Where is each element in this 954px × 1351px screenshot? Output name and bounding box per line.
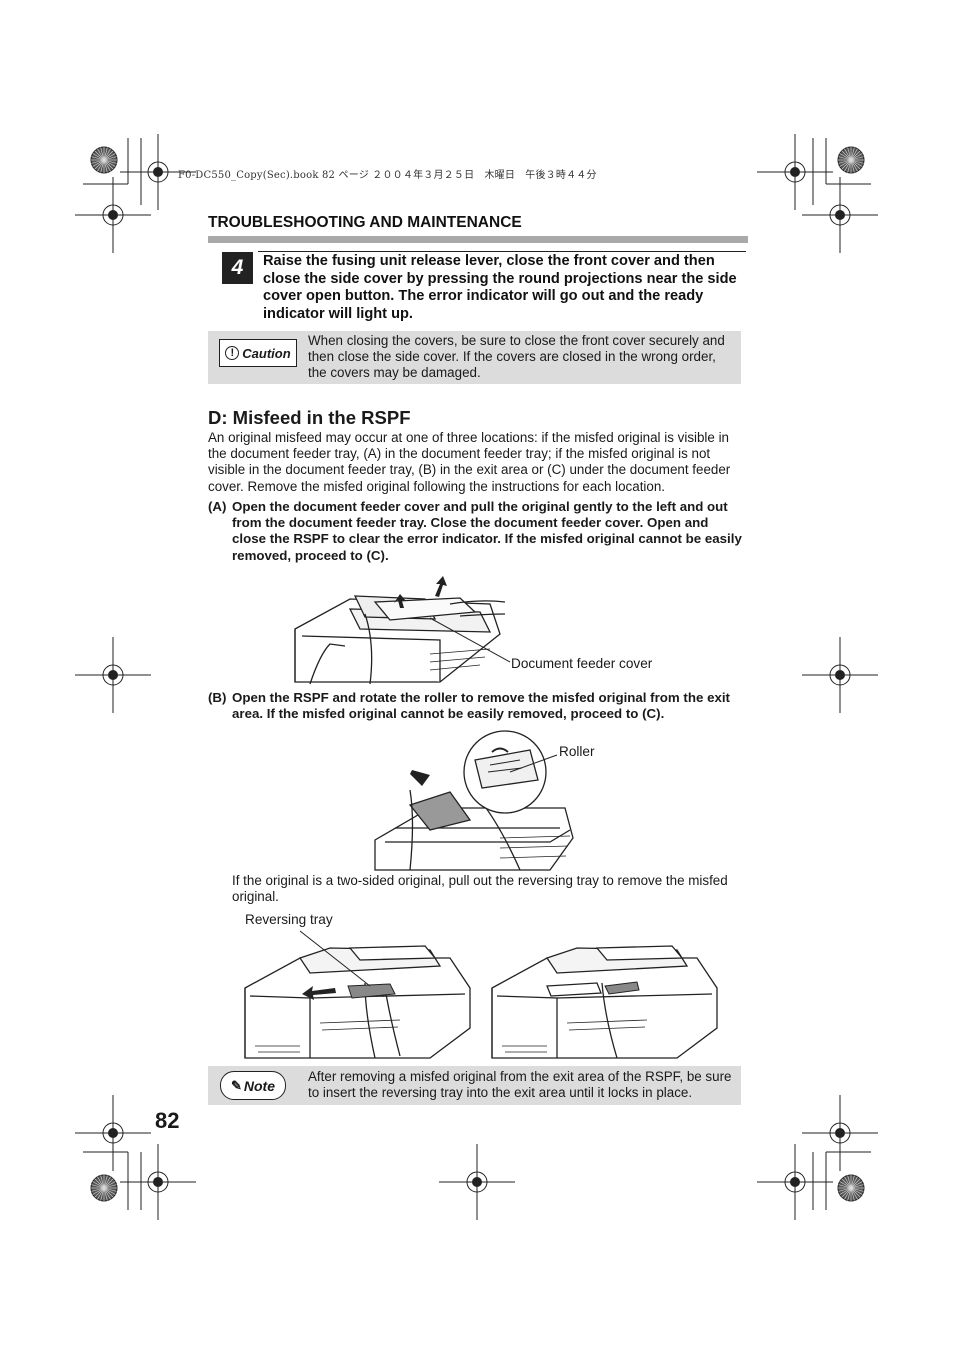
callout-roller: Roller — [559, 744, 595, 759]
callout-reversing-tray: Reversing tray — [245, 912, 333, 927]
exclamation-circle-icon: ! — [225, 346, 240, 360]
page-number: 82 — [155, 1108, 180, 1133]
step-rule — [258, 251, 746, 252]
item-b-key: (B) — [208, 690, 227, 705]
item-b-text: Open the RSPF and rotate the roller to r… — [232, 690, 730, 722]
note-box — [208, 1066, 741, 1105]
illustration-document-feeder — [294, 576, 511, 685]
item-a-text: Open the document feeder cover and pull … — [232, 499, 742, 563]
caution-text: When closing the covers, be sure to clos… — [308, 333, 725, 380]
misfeed-intro: An original misfeed may occur at one of … — [208, 430, 731, 494]
illustration-roller — [374, 730, 574, 871]
caution-label: ! Caution — [219, 339, 297, 367]
note-label-text: Note — [243, 1077, 276, 1094]
section-rule — [208, 236, 748, 243]
caution-label-text: Caution — [242, 345, 291, 361]
illustration-reversing-tray-left — [244, 930, 471, 1059]
pencil-icon: ✎ — [230, 1077, 242, 1093]
section-title: TROUBLESHOOTING AND MAINTENANCE — [208, 214, 522, 231]
callout-document-feeder-cover: Document feeder cover — [511, 656, 653, 671]
note-text: After removing a misfed original from th… — [308, 1069, 732, 1100]
illustration-reversing-tray-right — [491, 945, 718, 1059]
step-number-badge: 4 — [222, 252, 253, 284]
step-text: Raise the fusing unit release lever, clo… — [263, 253, 737, 322]
print-header-file-info: F0-DC550_Copy(Sec).book 82 ページ ２００４年３月２５… — [178, 170, 597, 181]
misfeed-heading: D: Misfeed in the RSPF — [208, 407, 411, 428]
note-label: ✎ Note — [220, 1071, 286, 1100]
item-a-key: (A) — [208, 499, 227, 514]
two-sided-instruction: If the original is a two-sided original,… — [232, 873, 728, 905]
